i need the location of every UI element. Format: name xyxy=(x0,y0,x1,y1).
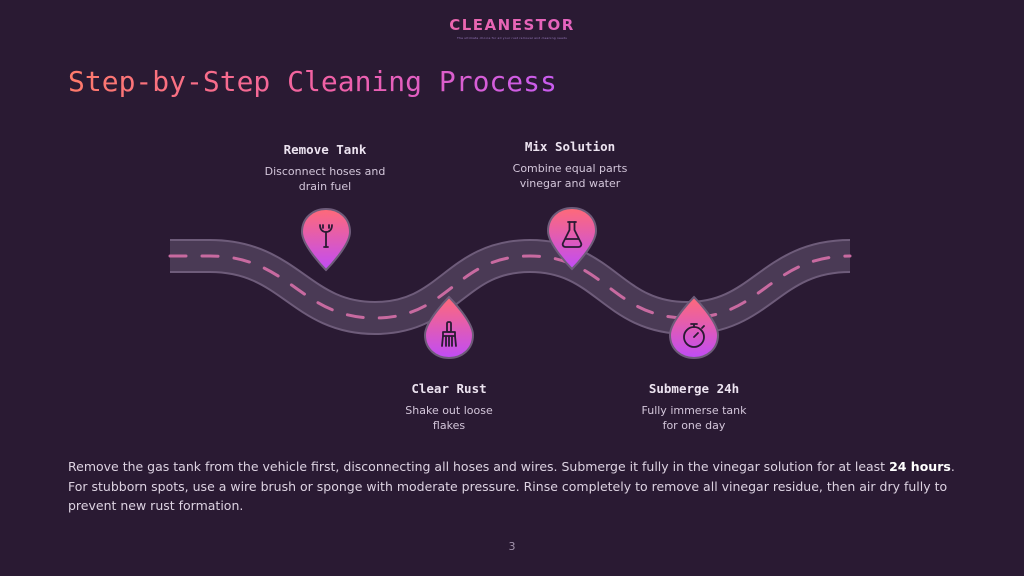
flask-icon xyxy=(561,221,583,248)
step-description: Combine equal parts vinegar and water xyxy=(512,162,628,190)
body-paragraph: Remove the gas tank from the vehicle fir… xyxy=(68,457,958,516)
step-mix-solution: Mix Solution Combine equal parts vinegar… xyxy=(490,139,650,191)
slide-title: Step-by-Step Cleaning Process xyxy=(68,62,557,102)
body-text-start: Remove the gas tank from the vehicle fir… xyxy=(68,459,890,474)
road-center-dashes xyxy=(168,254,852,320)
step-description: Disconnect hoses and drain fuel xyxy=(264,165,386,193)
step-name: Mix Solution xyxy=(524,139,616,154)
step-name: Clear Rust xyxy=(411,381,487,396)
step-submerge-24h: Submerge 24h Fully immerse tank for one … xyxy=(614,381,774,433)
step-name: Remove Tank xyxy=(283,142,367,157)
step-marker xyxy=(668,295,720,360)
brand-logo: CLEANESTOR The ultimate choice for all y… xyxy=(0,16,1024,40)
logo-wordmark: CLEANESTOR xyxy=(0,16,1024,34)
wrench-icon xyxy=(319,224,333,248)
stopwatch-icon xyxy=(683,323,705,348)
step-name: Submerge 24h xyxy=(648,381,740,396)
step-remove-tank: Remove Tank Disconnect hoses and drain f… xyxy=(245,142,405,194)
brush-icon xyxy=(441,321,457,347)
step-description: Shake out loose flakes xyxy=(405,404,493,432)
body-text-end: . For stubborn spots, use a wire brush o… xyxy=(68,459,955,513)
step-description: Fully immerse tank for one day xyxy=(641,404,747,432)
step-marker xyxy=(423,295,475,360)
road-asphalt xyxy=(170,240,851,334)
page-number: 3 xyxy=(508,540,516,553)
body-emphasis: 24 hours xyxy=(889,459,951,474)
step-marker xyxy=(300,207,352,272)
step-clear-rust: Clear Rust Shake out loose flakes xyxy=(369,381,529,433)
step-marker xyxy=(546,206,598,271)
logo-tagline: The ultimate choice for all your rust re… xyxy=(456,36,568,40)
